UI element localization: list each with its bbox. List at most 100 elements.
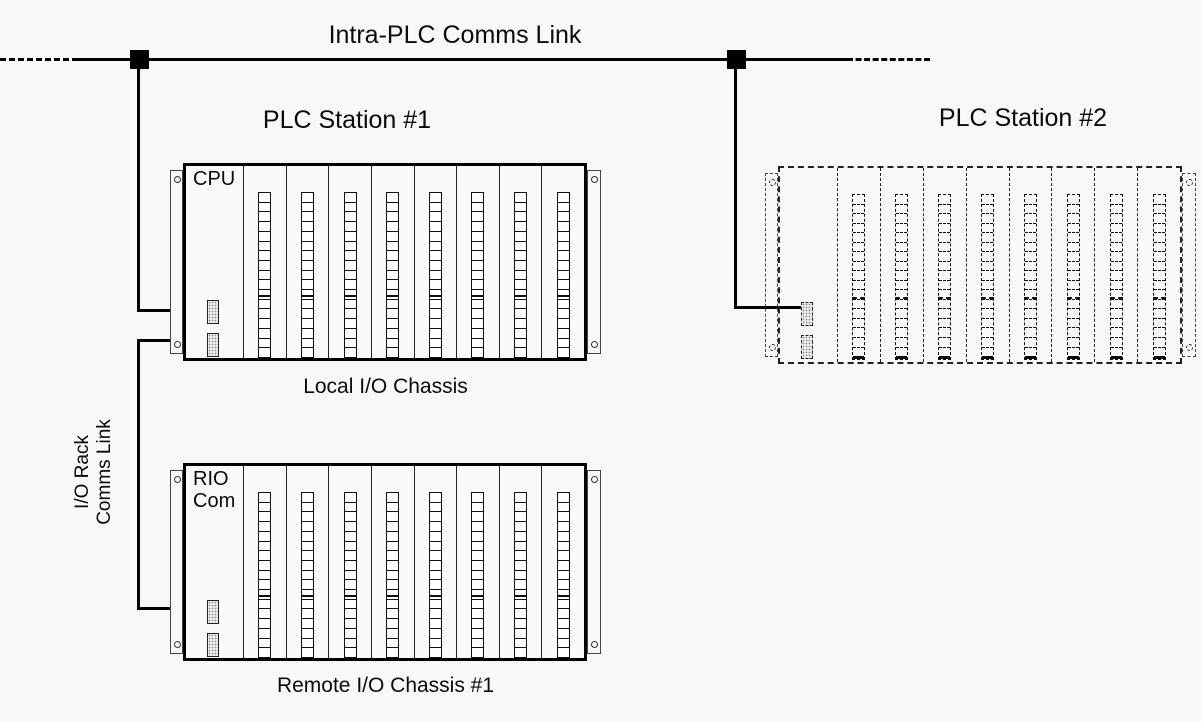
mounting-hole-icon [591,641,598,648]
bus-label: Intra-PLC Comms Link [328,21,582,49]
terminal-strip [514,492,528,658]
terminal-strip [852,194,866,360]
io-slot [243,166,286,358]
terminal-strip [300,492,314,658]
io-slot [965,168,1009,362]
slot-area: CPU [186,166,584,358]
terminal-strip [471,492,485,658]
terminal-strip [938,194,952,360]
chassis-body [778,166,1182,364]
module-slot: RIO Com [186,466,243,658]
remote-io-chassis: RIO Com [170,463,601,661]
io-slot [456,466,499,658]
mounting-ear-left [170,170,183,354]
io-slot [498,166,542,358]
terminal-strip [1023,194,1037,360]
terminal-strip [300,192,314,358]
station1-drop-wire-vertical [137,69,140,312]
io-slot [413,166,457,358]
terminal-strip [428,192,442,358]
local-io-chassis: CPU [170,163,601,361]
terminal-strip [981,194,995,360]
mounting-ear-left [765,173,778,357]
mounting-hole-icon [174,641,181,648]
terminal-strip [471,192,485,358]
station1-title: PLC Station #1 [262,106,432,134]
io-slot [1094,168,1137,362]
rio-port-connector [207,333,219,357]
terminal-strip [343,192,357,358]
terminal-strip [258,192,272,358]
rio-port-connector [801,335,813,359]
bus-dashed-left [0,58,78,61]
io-slot [541,166,584,358]
mounting-ear-right [587,170,601,354]
terminal-strip [514,192,528,358]
module-label: RIO Com [193,468,236,512]
station2-drop-wire-horizontal [734,306,805,309]
mounting-ear-right [1182,173,1196,357]
mounting-hole-icon [591,476,598,483]
io-slot [541,466,584,658]
mounting-ear-right [587,470,601,654]
io-slot [370,166,414,358]
bus-line [75,58,848,61]
module-slot: CPU [186,166,243,358]
mounting-hole-icon [591,341,598,348]
io-slot [1137,168,1180,362]
terminal-strip [386,492,400,658]
mounting-hole-icon [174,341,181,348]
io-slot [413,466,457,658]
terminal-strip [386,192,400,358]
io-rack-link-vertical [137,339,140,610]
chassis-body: CPU [183,163,587,361]
remote-chassis-caption: Remote I/O Chassis #1 [276,674,495,697]
bus-tap-node-station1 [130,50,149,69]
mounting-hole-icon [174,476,181,483]
chassis-body: RIO Com [183,463,587,661]
io-slot [1051,168,1094,362]
slot-area [780,168,1180,362]
bus-tap-node-station2 [727,50,746,69]
mounting-hole-icon [1186,179,1193,186]
terminal-strip [556,192,570,358]
mounting-hole-icon [1186,344,1193,351]
terminal-strip [1152,194,1166,360]
io-rack-comms-link-label: I/O Rack Comms Link [72,419,115,525]
io-slot [243,466,286,658]
io-slot [879,168,923,362]
mounting-hole-icon [174,176,181,183]
module-label: CPU [193,168,236,190]
local-chassis-caption: Local I/O Chassis [303,375,468,398]
terminal-strip [556,492,570,658]
rio-port-connector [207,300,219,324]
station2-title: PLC Station #2 [938,104,1108,132]
rio-port-connector [207,600,219,624]
io-slot [285,166,329,358]
io-slot [328,466,371,658]
rio-port-connector [801,302,813,326]
terminal-strip [895,194,909,360]
io-slot [498,466,542,658]
mounting-hole-icon [769,344,776,351]
station2-drop-wire-vertical [734,69,737,309]
station2-chassis [765,166,1196,364]
terminal-strip [258,492,272,658]
terminal-strip [343,492,357,658]
mounting-hole-icon [591,176,598,183]
mounting-hole-icon [769,179,776,186]
mounting-ear-left [170,470,183,654]
io-slot [285,466,329,658]
terminal-strip [1109,194,1123,360]
io-slot [456,166,499,358]
slot-area: RIO Com [186,466,584,658]
module-slot [780,168,837,362]
io-slot [837,168,880,362]
io-slot [1008,168,1052,362]
module-label [780,168,837,170]
terminal-strip [428,492,442,658]
io-slot [370,466,414,658]
bus-dashed-right [847,58,930,61]
terminal-strip [1066,194,1080,360]
